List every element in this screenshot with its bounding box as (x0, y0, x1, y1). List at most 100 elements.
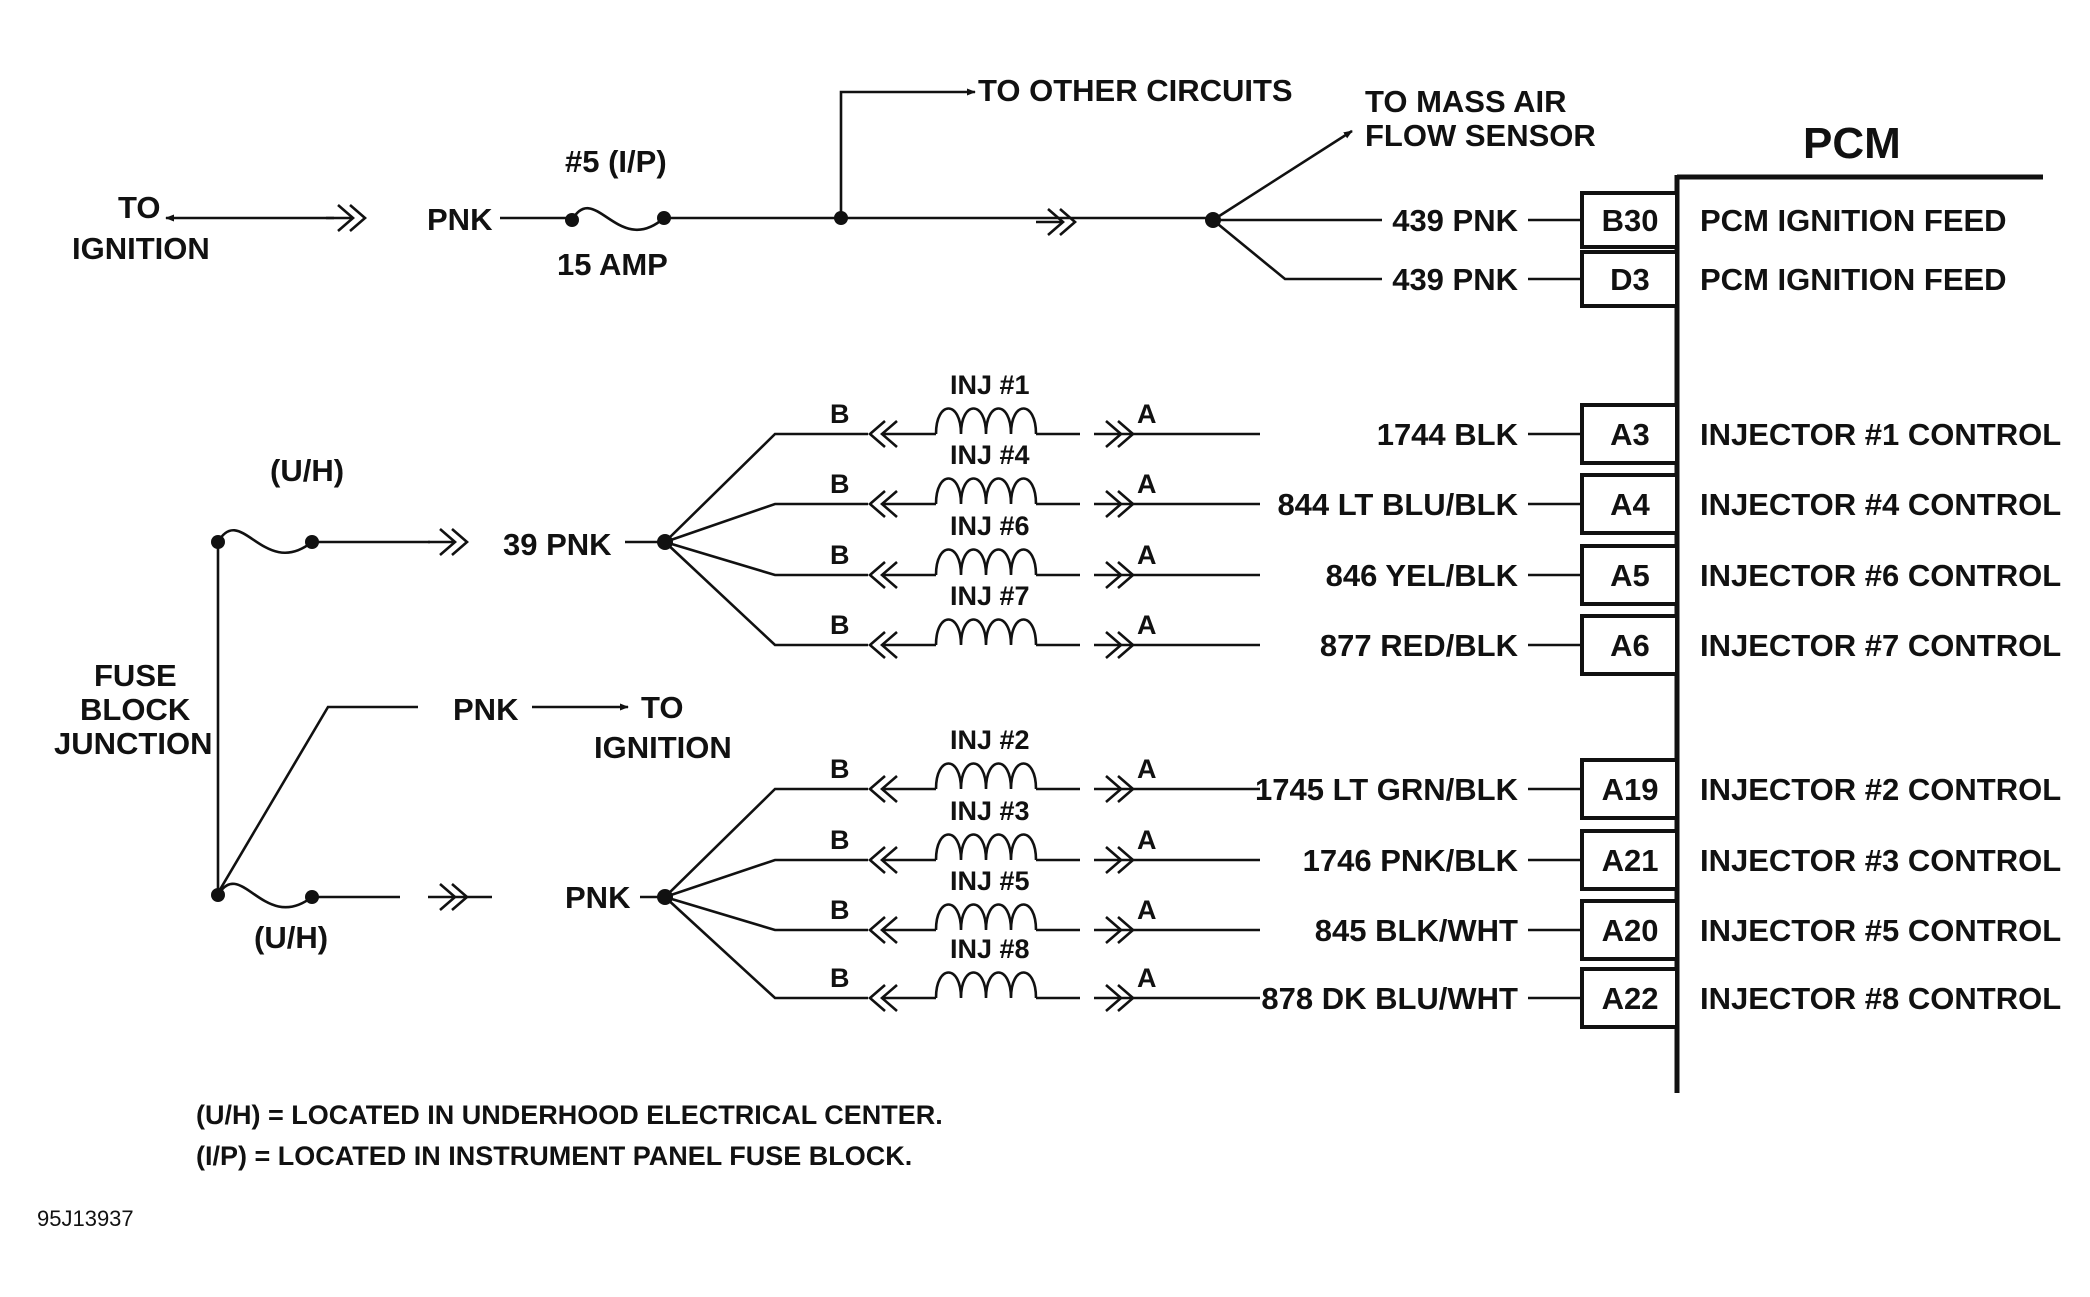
fuse-block-label-line2: BLOCK (80, 692, 191, 727)
pnk-top-label: PNK (427, 202, 493, 237)
to-ignition-mid-line1: TO (641, 690, 684, 725)
injector-pin-a: A (1137, 754, 1157, 784)
injector-feed-wire (664, 541, 868, 647)
injector-name: INJ #5 (950, 866, 1030, 896)
injector-feed-wire (664, 896, 868, 1000)
connector-icon (868, 775, 909, 803)
injector-feed-wire (664, 895, 868, 932)
injector-pin-b: B (830, 399, 850, 429)
fuse-top-terminal (565, 213, 579, 227)
pnk-mid-label: PNK (453, 692, 519, 727)
injector-pin-b: B (830, 963, 850, 993)
pcm-pin-function: INJECTOR #7 CONTROL (1700, 628, 2061, 663)
connector-icon (868, 846, 909, 874)
pcm-pin-box (1580, 473, 1679, 535)
legend-line-uh: (U/H) = LOCATED IN UNDERHOOD ELECTRICAL … (196, 1100, 943, 1130)
pcm-pin-label: A5 (1610, 558, 1650, 593)
injector-pin-a: A (1137, 610, 1157, 640)
injector-row: B INJ #7 A 877 RED/BLK A6 INJECTOR #7 CONTROL (664, 541, 2061, 676)
injector-name: INJ #1 (950, 370, 1030, 400)
injector-coil-icon (934, 762, 1038, 790)
wire-segment (1212, 218, 1382, 281)
connector-icon (326, 204, 367, 232)
pcm-pin-box (1580, 758, 1679, 820)
pnk-bottom-label: PNK (565, 880, 631, 915)
injector-wire-label: 1746 PNK/BLK (1303, 843, 1519, 878)
to-ignition-mid-line2: IGNITION (594, 730, 732, 765)
injector-name: INJ #3 (950, 796, 1030, 826)
injector-pin-b: B (830, 540, 850, 570)
fuse-block-label-line1: FUSE (94, 658, 177, 693)
pcm-pin-function: INJECTOR #8 CONTROL (1700, 981, 2061, 1016)
injector-pin-b: B (830, 825, 850, 855)
to-other-circuits-label: TO OTHER CIRCUITS (978, 73, 1293, 108)
fuse-block-label-line3: JUNCTION (54, 726, 212, 761)
pcm-pin-label: A4 (1610, 487, 1650, 522)
pcm-pin-label: B30 (1602, 203, 1659, 238)
fuse-terminal (211, 888, 225, 902)
injector-pin-b: B (830, 895, 850, 925)
pcm-pin-function: INJECTOR #2 CONTROL (1700, 772, 2061, 807)
to-maf-wire (1212, 129, 1353, 222)
injector-pin-a: A (1137, 469, 1157, 499)
pcm-pin-box (1580, 403, 1679, 465)
injector-pin-a: A (1137, 963, 1157, 993)
injector-coil-icon (934, 477, 1038, 505)
pcm-pin-function: PCM IGNITION FEED (1700, 262, 2007, 297)
legend-line-ip: (I/P) = LOCATED IN INSTRUMENT PANEL FUSE… (196, 1141, 912, 1171)
injector-name: INJ #4 (950, 440, 1030, 470)
fuse-top-name: #5 (I/P) (565, 144, 667, 179)
connector-icon (868, 561, 909, 589)
injector-feed-wire (664, 502, 868, 544)
pcm-pin-box (1580, 967, 1679, 1029)
connector-icon (1036, 208, 1077, 236)
injector-feed-wire (664, 432, 868, 543)
pcm-pin-label: A22 (1602, 981, 1659, 1016)
figure-code: 95J13937 (37, 1206, 134, 1231)
pcm-pin-function: PCM IGNITION FEED (1700, 203, 2007, 238)
wire-segment (216, 705, 418, 894)
to-maf-label-line2: FLOW SENSOR (1365, 118, 1596, 153)
pcm-title: PCM (1803, 119, 1901, 168)
injector-coil-icon (934, 407, 1038, 435)
connector-icon (868, 984, 909, 1012)
feed-wire-label: 439 PNK (1392, 262, 1518, 297)
pcm-pin-function: INJECTOR #6 CONTROL (1700, 558, 2061, 593)
fuse-top-icon (570, 206, 665, 232)
injector-wire-label: 846 YEL/BLK (1326, 558, 1519, 593)
injector-wire-label: 845 BLK/WHT (1315, 913, 1518, 948)
pcm-pin-label: A19 (1602, 772, 1659, 807)
pnk-39-label: 39 PNK (503, 527, 612, 562)
pcm-pin-box (1580, 899, 1679, 961)
fuse-uh-top-icon (216, 528, 313, 555)
pcm-pin-function: INJECTOR #4 CONTROL (1700, 487, 2061, 522)
pcm-pin-box (1580, 614, 1679, 676)
injector-name: INJ #2 (950, 725, 1030, 755)
connector-icon (868, 420, 909, 448)
connector-icon (428, 528, 469, 556)
injector-coil-icon (934, 971, 1038, 999)
injector-pin-a: A (1137, 895, 1157, 925)
injector-wire-label: 877 RED/BLK (1320, 628, 1519, 663)
injector-coil-icon (934, 618, 1038, 646)
injector-feed-wire (664, 540, 868, 577)
pcm-pin-box (1580, 829, 1679, 891)
feed-wire-label: 439 PNK (1392, 203, 1518, 238)
injector-name: INJ #7 (950, 581, 1030, 611)
pcm-pin-box (1580, 544, 1679, 606)
injector-wire-label: 878 DK BLU/WHT (1261, 981, 1518, 1016)
pcm-pin-label: A6 (1610, 628, 1650, 663)
injector-pin-a: A (1137, 540, 1157, 570)
injector-pin-a: A (1137, 825, 1157, 855)
injector-name: INJ #6 (950, 511, 1030, 541)
injector-pin-b: B (830, 610, 850, 640)
pcm-pin-label: A3 (1610, 417, 1650, 452)
pcm-pin-box (1580, 191, 1679, 249)
injector-coil-icon (934, 903, 1038, 931)
